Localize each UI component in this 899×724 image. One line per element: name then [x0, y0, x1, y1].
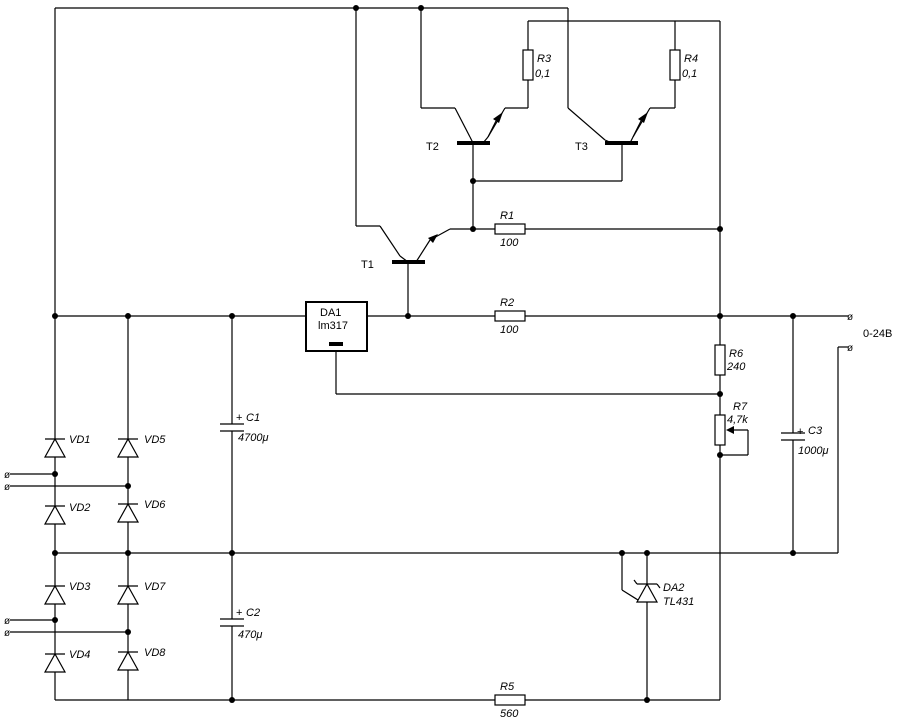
vd1-label: VD1 [69, 434, 90, 446]
c1-label: C1 [246, 412, 260, 424]
r3-label: R3 [537, 53, 552, 65]
vd4-label: VD4 [69, 649, 90, 661]
r6-label: R6 [729, 348, 744, 360]
diode-vd8: VD8 [116, 647, 166, 671]
r5-label: R5 [500, 681, 515, 693]
da2-part: TL431 [663, 596, 694, 608]
r7-label: R7 [733, 401, 748, 413]
diode-vd3: VD3 [43, 581, 91, 605]
r6-value: 240 [726, 361, 746, 373]
c2-label: C2 [246, 607, 260, 619]
vd5-label: VD5 [144, 434, 166, 446]
ac-input-terminal[interactable]: ø [4, 616, 10, 627]
c1-value: 4700μ [238, 432, 269, 444]
c3-label: C3 [808, 425, 823, 437]
ac-input-terminal[interactable]: ø [4, 482, 10, 493]
ac-input-terminal[interactable]: ø [4, 628, 10, 639]
diode-vd6: VD6 [116, 499, 166, 523]
da1-part: lm317 [318, 320, 348, 332]
transistor-t2: T2 [426, 112, 503, 153]
r1-value: 100 [500, 237, 519, 249]
r7-value: 4,7k [727, 414, 748, 426]
resistor-r5: R5 560 [494, 681, 526, 720]
c3-value: 1000μ [798, 445, 829, 457]
resistor-r3: R3 0,1 [522, 49, 552, 81]
c2-polarity: + [236, 607, 242, 619]
r3-value: 0,1 [535, 68, 550, 80]
resistor-r4: R4 0,1 [669, 49, 698, 81]
regulator-da1: DA1 lm317 [305, 301, 368, 352]
transistor-t3: T3 [575, 112, 648, 153]
capacitor-c1: + C1 4700μ [220, 412, 269, 444]
junction-dots [52, 5, 796, 703]
diode-vd2: VD2 [43, 502, 90, 525]
c1-polarity: + [236, 412, 242, 424]
vd7-label: VD7 [144, 581, 166, 593]
r4-label: R4 [684, 53, 698, 65]
r2-label: R2 [500, 297, 514, 309]
diode-vd4: VD4 [43, 649, 90, 673]
wiring [10, 7, 848, 701]
output-terminal-positive[interactable]: ø [847, 312, 853, 323]
diode-vd5: VD5 [116, 434, 166, 458]
resistor-r6: R6 240 [714, 344, 746, 376]
t2-label: T2 [426, 141, 439, 153]
diode-vd1: VD1 [43, 434, 90, 458]
c3-polarity: + [797, 426, 803, 438]
potentiometer-r7: R7 4,7k [714, 401, 748, 446]
t3-label: T3 [575, 141, 588, 153]
vd6-label: VD6 [144, 499, 166, 511]
capacitor-c2: + C2 470μ [220, 607, 262, 641]
output-voltage-label: 0-24В [863, 328, 892, 340]
capacitor-c3: + C3 1000μ [781, 425, 829, 457]
transistor-t1: T1 [361, 234, 438, 271]
vd2-label: VD2 [69, 502, 90, 514]
r2-value: 100 [500, 324, 519, 336]
vd3-label: VD3 [69, 581, 91, 593]
resistor-r2: R2 100 [494, 297, 526, 336]
r1-label: R1 [500, 210, 514, 222]
da2-label: DA2 [663, 582, 684, 594]
output-terminal-negative[interactable]: ø [847, 343, 853, 354]
shunt-regulator-da2: DA2 TL431 [633, 579, 694, 608]
t1-label: T1 [361, 259, 374, 271]
r4-value: 0,1 [682, 68, 697, 80]
resistor-r1: R1 100 [494, 210, 526, 249]
r5-value: 560 [500, 708, 519, 720]
ac-input-terminal[interactable]: ø [4, 470, 10, 481]
da1-label: DA1 [320, 307, 341, 319]
c2-value: 470μ [238, 629, 262, 641]
terminals: ø ø ø ø ø ø 0-24В [4, 312, 892, 639]
diode-vd7: VD7 [116, 581, 166, 605]
vd8-label: VD8 [144, 647, 166, 659]
